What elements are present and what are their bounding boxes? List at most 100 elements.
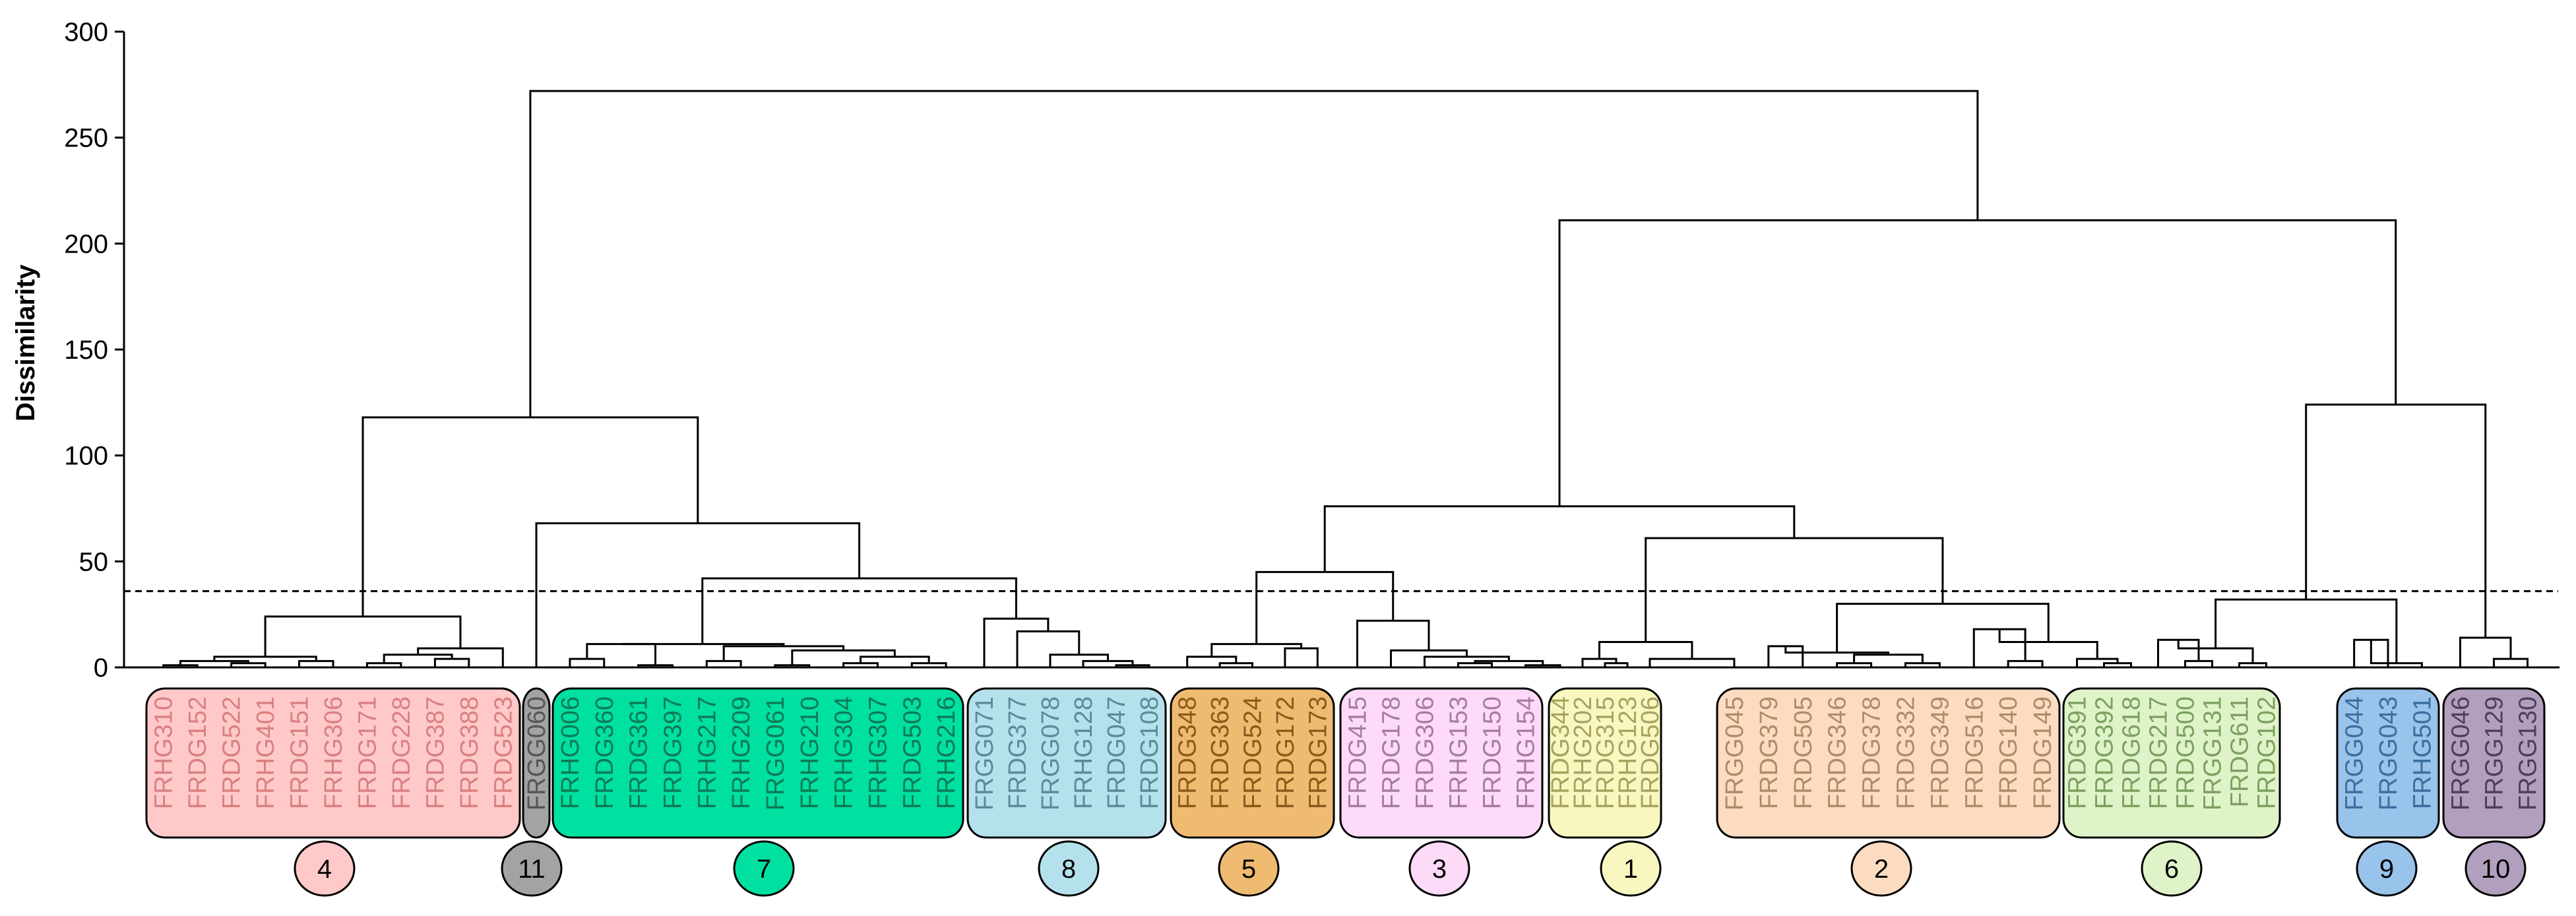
cluster-number: 7 <box>757 855 771 884</box>
cluster-box <box>966 687 1167 839</box>
leaf-label: FRDG611 <box>2226 696 2254 807</box>
leaf-label: FRDG346 <box>1824 696 1852 809</box>
dendrogram-link <box>2305 404 2487 638</box>
leaf-label: FRHG217 <box>693 696 721 809</box>
cluster-number: 10 <box>2481 855 2511 884</box>
leaf-label: FRHG501 <box>2408 696 2436 809</box>
leaf-label: FRHG154 <box>1513 696 1540 809</box>
leaf-label: FRDG361 <box>625 696 653 809</box>
cluster-box <box>1339 687 1544 839</box>
dendrogram-link <box>1186 656 1238 667</box>
leaf-label: FRDG152 <box>184 696 212 809</box>
cluster-number-badge <box>1408 840 1470 897</box>
dendrogram-link <box>637 664 674 667</box>
leaf-label: FRDG500 <box>2172 696 2200 809</box>
dendrogram-link <box>1210 643 1303 657</box>
leaf-label: FRDG377 <box>1004 696 1032 809</box>
leaf-label: FRHG128 <box>1070 696 1098 809</box>
dendrogram-link <box>1836 603 2050 653</box>
leaf-label: FRDG306 <box>1412 696 1439 809</box>
leaf-label: FRDG108 <box>1136 696 1164 809</box>
leaf-label: FRGG046 <box>2447 696 2475 810</box>
leaf-label: FRHG304 <box>831 696 858 809</box>
leaf-label: FRHG306 <box>320 696 348 809</box>
leaf-label: FRHG006 <box>557 696 584 809</box>
y-tick-label: 200 <box>64 229 108 259</box>
dendrogram-link <box>1255 570 1395 644</box>
cluster-number-badge <box>1600 840 1662 897</box>
y-tick-label: 150 <box>64 336 108 365</box>
leaf-label: FRHG307 <box>864 696 892 809</box>
dendrogram-link <box>1524 664 1561 667</box>
cluster-box <box>145 687 521 839</box>
leaf-label: FRGG078 <box>1037 696 1065 810</box>
dendrogram-link <box>529 90 1979 417</box>
y-tick-label: 250 <box>64 124 108 153</box>
dendrogram-link <box>361 416 699 617</box>
leaf-label: FRDG503 <box>898 696 926 809</box>
dendrogram-link <box>2076 657 2119 667</box>
cluster-box <box>2442 687 2546 839</box>
cluster-box <box>1716 687 2061 839</box>
cluster-box <box>522 687 551 839</box>
leaf-label: FRDG102 <box>2253 696 2281 809</box>
leaf-label: FRDG150 <box>1479 696 1507 809</box>
dendrogram-link <box>1853 654 1924 663</box>
dendrogram-link <box>1784 646 1889 655</box>
cluster-number: 9 <box>2379 855 2394 884</box>
cluster-box <box>2336 687 2440 839</box>
dendrogram-link <box>1323 505 1796 572</box>
dendrogram-link <box>2459 636 2512 667</box>
dendrogram-link <box>162 664 199 667</box>
cluster-number: 5 <box>1241 855 1256 884</box>
leaf-label: FRHG123 <box>1614 696 1642 809</box>
y-axis-label: Dissimilarity <box>11 264 40 421</box>
dendrogram-link <box>264 615 462 657</box>
leaf-label: FRDG173 <box>1304 696 1332 809</box>
dendrogram-link <box>1284 647 1319 667</box>
leaf-label: FRDG348 <box>1174 696 1202 809</box>
cluster-box <box>1548 687 1662 839</box>
cluster-number-badge <box>294 840 356 897</box>
leaf-label: FRDG344 <box>1547 696 1575 809</box>
leaf-label: FRDG391 <box>2064 696 2092 809</box>
cluster-number-badge <box>1850 840 1912 897</box>
leaf-label: FRGG061 <box>762 696 790 810</box>
cluster-number-badge <box>2356 840 2418 897</box>
cluster-box <box>551 687 964 839</box>
dendrogram-link <box>621 643 785 646</box>
leaf-label: FRDG315 <box>1592 696 1619 809</box>
leaf-label: FRDG523 <box>489 696 517 809</box>
leaf-label: FRHG209 <box>728 696 755 809</box>
cluster-number: 1 <box>1623 855 1638 884</box>
dendrogram-link <box>1390 649 1468 667</box>
cluster-number-badge <box>2141 840 2203 897</box>
leaf-label: FRGG071 <box>971 696 999 810</box>
leaf-label: FRHG216 <box>933 696 960 809</box>
dendrogram-link <box>2493 657 2529 667</box>
leaf-label: FRDG387 <box>422 696 449 809</box>
leaf-label: FRDG379 <box>1755 696 1783 809</box>
leaf-label: FRDG397 <box>659 696 687 809</box>
cluster-number: 6 <box>2164 855 2179 884</box>
dendrogram-link <box>569 657 606 667</box>
dendrogram-link <box>1645 537 1944 642</box>
y-tick-label: 50 <box>79 547 109 576</box>
leaf-label: FRGG043 <box>2375 696 2403 810</box>
dendrogram-link <box>586 643 656 665</box>
dendrogram-link <box>1581 657 1618 667</box>
leaf-label: FRDG363 <box>1207 696 1234 809</box>
dendrogram-link <box>1356 619 1430 667</box>
dendrogram-link <box>701 577 1017 644</box>
leaf-label: FRGG130 <box>2515 696 2542 810</box>
leaf-label: FRDG415 <box>1344 696 1372 809</box>
